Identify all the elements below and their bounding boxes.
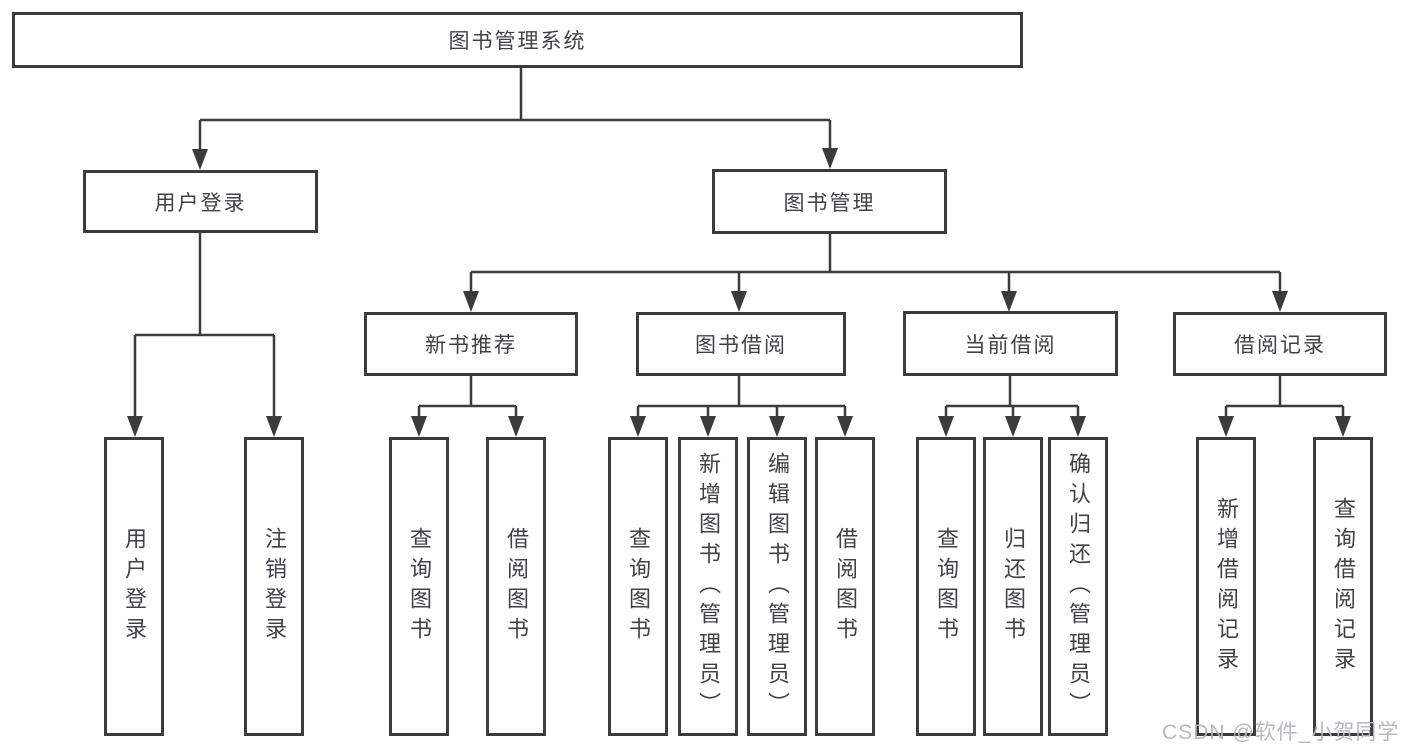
arrow-icon [411, 416, 427, 437]
arrow-icon [1335, 416, 1351, 437]
leaf-user-login: 用户登录 [104, 437, 164, 736]
arrow-icon [508, 416, 524, 437]
arrow-icon [731, 291, 747, 312]
leaf-logout: 注销登录 [244, 437, 304, 736]
leaf-borrow-books-recommend: 借阅图书 [486, 437, 546, 736]
arrow-icon [192, 149, 208, 170]
leaf-query-books-recommend: 查询图书 [389, 437, 449, 736]
leaf-borrow-books-borrowing: 借阅图书 [815, 437, 875, 736]
leaf-edit-book-admin: 编辑图书（管理员） [747, 437, 807, 736]
user-login-branch-line [133, 233, 276, 423]
arrow-icon [463, 291, 479, 312]
leaf-query-books-current: 查询图书 [916, 437, 976, 736]
arrow-icon [837, 416, 853, 437]
arrow-icon [700, 416, 716, 437]
node-system-root: 图书管理系统 [12, 12, 1023, 68]
node-user-login: 用户登录 [83, 170, 318, 233]
leaf-add-borrow-record: 新增借阅记录 [1196, 437, 1256, 736]
leaf-query-books-borrowing: 查询图书 [608, 437, 668, 736]
arrow-icon [1005, 416, 1021, 437]
arrow-icon [127, 416, 143, 437]
arrow-icon [266, 416, 282, 437]
arrow-icon [1218, 416, 1234, 437]
node-book-borrowing: 图书借阅 [636, 312, 846, 376]
borrow-record-branch-line [1224, 376, 1345, 423]
current-borrow-branch-line [944, 376, 1080, 423]
root-to-level2-line [198, 66, 832, 155]
arrow-icon [822, 148, 838, 169]
book-mgmt-to-level3-line [469, 234, 1282, 297]
node-new-book-recommend: 新书推荐 [364, 312, 578, 376]
arrow-icon [1001, 291, 1017, 312]
arrow-icon [769, 416, 785, 437]
arrowheads [127, 148, 1351, 437]
node-borrowing-records: 借阅记录 [1173, 312, 1387, 376]
node-book-management: 图书管理 [712, 169, 947, 234]
arrow-icon [630, 416, 646, 437]
leaf-return-book: 归还图书 [983, 437, 1043, 736]
arrow-icon [1070, 416, 1086, 437]
new-book-branch-line [417, 376, 518, 423]
arrow-icon [938, 416, 954, 437]
leaf-add-book-admin: 新增图书（管理员） [678, 437, 738, 736]
watermark: CSDN @软件_小贺同学 [1162, 721, 1400, 744]
leaf-confirm-return-admin: 确认归还（管理员） [1048, 437, 1108, 736]
arrow-icon [1272, 291, 1288, 312]
node-current-borrowing: 当前借阅 [903, 311, 1118, 376]
book-borrow-branch-line [636, 376, 847, 423]
leaf-query-borrow-record: 查询借阅记录 [1313, 437, 1373, 736]
